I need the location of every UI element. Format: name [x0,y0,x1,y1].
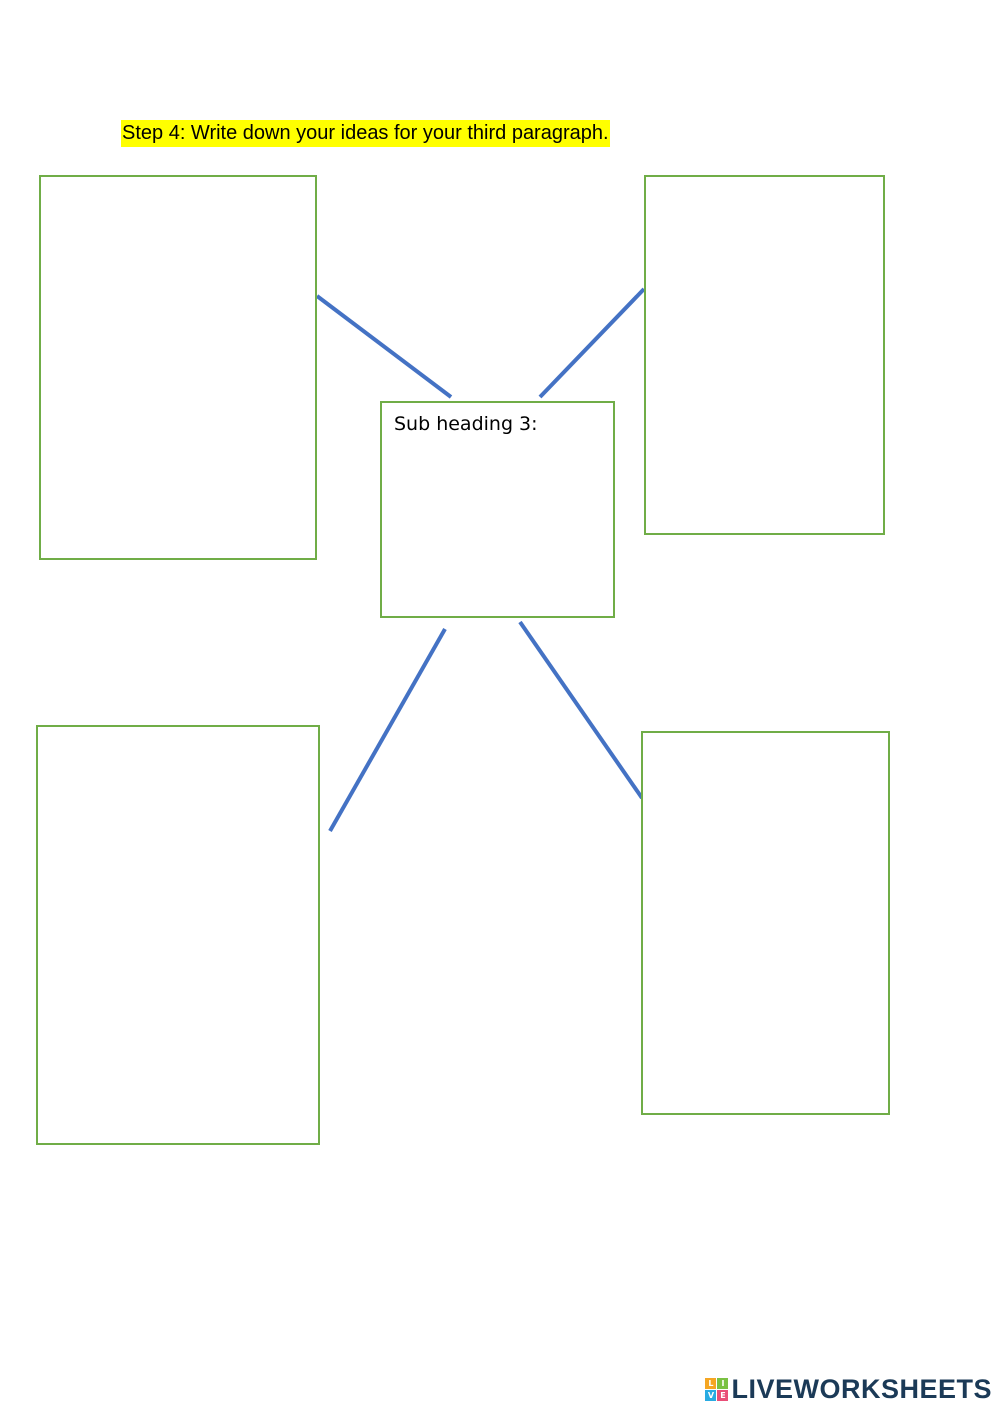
sub-heading-label: Sub heading 3: [394,413,538,435]
idea-box-bottom-right[interactable] [641,731,890,1115]
logo-text: LIVEWORKSHEETS [731,1374,992,1404]
instruction-text: Step 4: Write down your ideas for your t… [121,120,610,147]
connector-top-right [538,287,646,399]
liveworksheets-logo: L I V E LIVEWORKSHEETS [705,1374,992,1405]
idea-box-top-right[interactable] [644,175,885,535]
idea-box-top-left[interactable] [39,175,317,560]
logo-mark-icon: L I V E [705,1378,729,1401]
logo-letter: V [705,1390,717,1401]
center-box[interactable]: Sub heading 3: [380,401,615,618]
logo-letter: L [705,1378,717,1389]
connector-bottom-right [518,620,644,800]
logo-letter: E [717,1390,729,1401]
logo-letter: I [717,1378,729,1389]
idea-box-bottom-left[interactable] [36,725,320,1145]
connector-top-left [315,294,453,399]
connector-bottom-left [328,628,447,832]
